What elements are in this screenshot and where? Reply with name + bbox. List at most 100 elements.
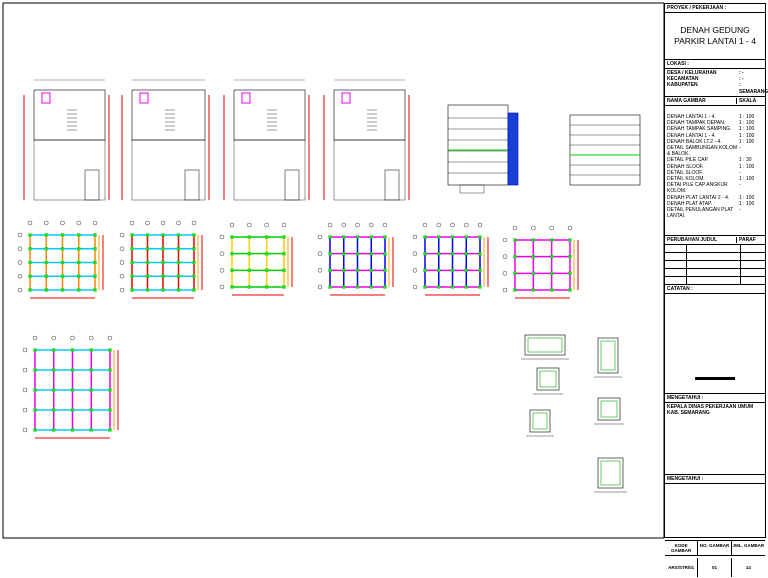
grid-bubble [317,268,323,273]
column [568,288,572,292]
grid-bubble [219,284,225,290]
column [77,288,81,292]
grid-bubble [44,220,49,226]
grid-bubble [51,335,56,341]
column [108,388,112,392]
column [265,235,269,239]
column [161,288,165,292]
column [355,252,360,256]
grid-bubble [281,222,287,228]
column [513,271,517,275]
column [60,260,65,265]
checked-label: MENGETAHUI : [665,475,765,485]
column [450,235,455,239]
column [550,255,554,259]
column [192,274,196,278]
column [423,235,427,239]
column [89,428,93,432]
grid-bubble [119,287,125,293]
column [28,260,32,265]
column [77,274,81,278]
grid-bubble [17,287,23,293]
ramp [84,169,100,201]
location-info: DESA / KELURAHAN: - KECAMATAN: - KABUPAT… [665,69,768,97]
column [60,274,65,278]
detail-drawing [533,367,563,395]
drawing-list-item: DETAI PILE CAP ANGKUR KOLOM.- [667,182,741,195]
beam-plan [17,220,104,299]
grid-bubble [382,222,388,228]
reinforcement [532,412,548,430]
column [70,388,75,392]
column [342,252,346,256]
grid-bubble [512,225,518,231]
grid-bubble [129,220,135,226]
column [247,235,251,239]
column [108,428,112,432]
column [145,247,150,251]
grid-bubble [531,225,536,231]
column [44,233,48,237]
column [28,247,32,251]
slab-plan [22,335,119,439]
grid-bubble [22,427,28,433]
column [77,260,81,265]
grid-bubble [422,222,428,228]
column [60,288,65,292]
column [28,288,32,292]
ramp [284,169,300,201]
detail-outline [597,337,619,374]
grid-bubble [22,347,28,353]
column [450,268,455,272]
grid-bubble [219,251,225,256]
column [33,368,37,372]
detail-drawing [594,397,624,425]
column [282,285,286,289]
beam-plan [412,222,489,296]
beam-plan [317,222,394,296]
column [89,368,93,372]
grid-bubble [502,254,508,259]
approve-box: KEPALA DINAS PEKERJAAN UMUM KAB. SEMARAN… [665,403,765,476]
column [383,252,387,256]
sheet-border [2,2,664,539]
grid-bubble [247,222,252,228]
drawing-list-item: DENAH TAMPAK DEPAN.1 : 100 [667,120,755,127]
column [33,348,37,352]
drawing-list-item: DETAIL SAMBUNGAN KOLOM & BALOK.- [667,145,741,158]
grid-bubble [477,222,483,228]
column [342,268,346,272]
detail-drawing [521,334,569,360]
grid-bubble [92,220,98,226]
column [383,235,387,239]
column [464,268,468,272]
column [478,252,482,256]
column [230,252,234,256]
column [70,428,75,432]
column [145,288,150,292]
column [568,255,572,259]
column [44,247,48,251]
column [247,268,251,272]
grid-bubble [22,387,28,393]
facade-panel [507,112,519,186]
grid-bubble [317,251,323,256]
column [70,348,75,352]
column [230,268,234,272]
grid-bubble [502,287,508,293]
grid-bubble [502,271,508,276]
grid-bubble [17,246,23,251]
drawing-list-item: DETAIL PILE CAP.1 : 30 [667,157,752,164]
grid-bubble [17,260,23,265]
drawing-list-item: DENAH LANTAI 1 - 4.1 : 100 [667,114,755,121]
location-label: LOKASI : [665,60,765,69]
grid-bubble [355,222,360,228]
column [342,285,346,289]
drawing-list-item: DETAIL PENULANGAN PLAT LANTAI.- [667,207,741,220]
grid-bubble [145,220,150,226]
grid-bubble [76,220,81,226]
drawing-list-item: DENAH TAMPAK SAMPING.1 : 100 [667,126,755,133]
